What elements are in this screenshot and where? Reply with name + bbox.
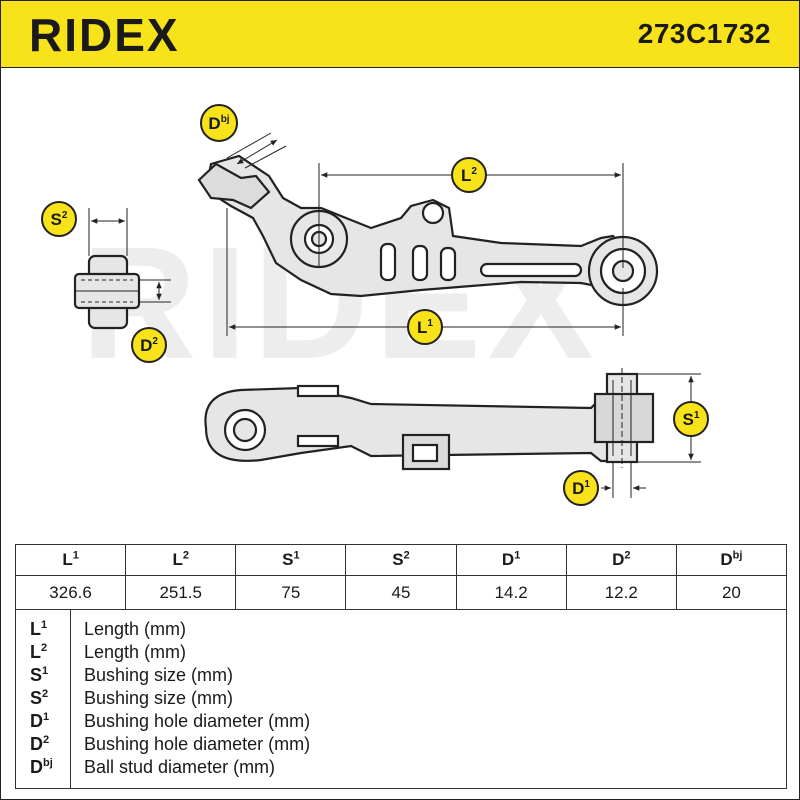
spec-table-values-row: 326.6 251.5 75 45 14.2 12.2 20 xyxy=(14,575,788,610)
column-header: D2 xyxy=(565,544,677,576)
legend-symbol: D1 xyxy=(30,711,50,731)
column-header: S1 xyxy=(235,544,347,576)
svg-text:RIDEX: RIDEX xyxy=(29,11,180,57)
table-cell: 326.6 xyxy=(14,575,127,610)
legend-item: D2 Bushing hole diameter (mm) xyxy=(16,734,786,756)
legend-item: S1 Bushing size (mm) xyxy=(16,665,786,687)
column-header: L2 xyxy=(125,544,237,576)
table-cell: 20 xyxy=(675,575,788,610)
table-cell: 45 xyxy=(345,575,457,610)
legend-description: Ball stud diameter (mm) xyxy=(84,757,276,777)
part-number: 273C1732 xyxy=(637,18,771,49)
legend-item: L2 Length (mm) xyxy=(16,642,786,664)
svg-text:L2: L2 xyxy=(461,166,477,185)
legend-symbol: L2 xyxy=(30,642,48,662)
bushing-detail xyxy=(73,254,141,330)
header-bar: RIDEX 273C1732 xyxy=(1,1,799,68)
label-s1: S1 xyxy=(673,401,709,437)
legend-description: Length (mm) xyxy=(84,619,187,639)
label-d2: D2 xyxy=(131,327,167,363)
legend-description: Bushing hole diameter (mm) xyxy=(84,711,311,731)
legend: L1 Length (mm) L2 Length (mm) S1 Bushing… xyxy=(15,609,787,789)
column-header: D1 xyxy=(455,544,567,576)
column-header: Dbj xyxy=(675,544,788,576)
column-header: L1 xyxy=(14,544,127,576)
label-dbj: Dbj xyxy=(200,104,238,142)
legend-symbol: Dbj xyxy=(30,757,53,777)
svg-text:L1: L1 xyxy=(417,318,433,337)
label-d1: D1 xyxy=(563,470,599,506)
svg-text:D1: D1 xyxy=(572,479,590,498)
brand-logo: RIDEX xyxy=(29,11,180,57)
legend-item: Dbj Ball stud diameter (mm) xyxy=(16,757,786,779)
spec-table: L1 L2 S1 S2 D1 D2 Dbj 326.6 251.5 75 45 … xyxy=(14,544,788,610)
svg-text:S2: S2 xyxy=(51,210,68,229)
legend-description: Bushing size (mm) xyxy=(84,688,234,708)
label-s2: S2 xyxy=(41,201,77,237)
legend-item: D1 Bushing hole diameter (mm) xyxy=(16,711,786,733)
table-cell: 14.2 xyxy=(455,575,567,610)
svg-text:Dbj: Dbj xyxy=(208,114,229,133)
legend-symbol: S1 xyxy=(30,665,49,685)
svg-text:S1: S1 xyxy=(683,410,700,429)
svg-text:D2: D2 xyxy=(140,336,158,355)
legend-description: Length (mm) xyxy=(84,642,187,662)
legend-symbol: S2 xyxy=(30,688,49,708)
legend-item: S2 Bushing size (mm) xyxy=(16,688,786,710)
technical-drawing: RIDEX xyxy=(41,104,709,506)
dimension-lines xyxy=(88,132,701,498)
table-cell: 75 xyxy=(235,575,347,610)
legend-item: L1 Length (mm) xyxy=(16,619,786,641)
spec-table-header-row: L1 L2 S1 S2 D1 D2 Dbj xyxy=(14,544,788,576)
control-arm-side-view xyxy=(204,368,655,471)
legend-symbol: L1 xyxy=(30,619,48,639)
column-header: S2 xyxy=(345,544,457,576)
legend-description: Bushing hole diameter (mm) xyxy=(84,734,311,754)
label-l1: L1 xyxy=(407,309,443,345)
legend-divider xyxy=(70,609,71,788)
legend-description: Bushing size (mm) xyxy=(84,665,234,685)
table-cell: 251.5 xyxy=(125,575,237,610)
table-cell: 12.2 xyxy=(565,575,677,610)
label-l2: L2 xyxy=(451,157,487,193)
legend-symbol: D2 xyxy=(30,734,50,754)
